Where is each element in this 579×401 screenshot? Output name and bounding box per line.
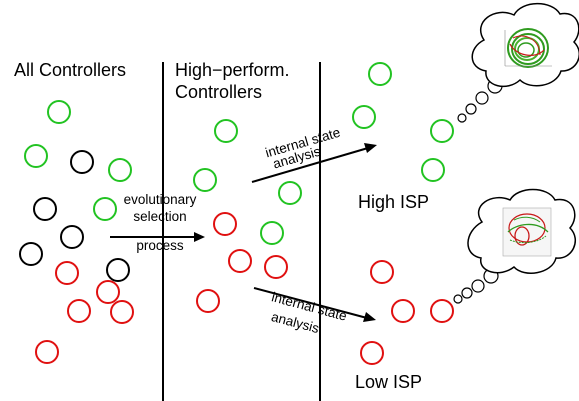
arrow-evolutionary [110, 232, 205, 242]
controller-circle [96, 280, 120, 304]
controller-circle [430, 119, 454, 143]
controller-circle [33, 197, 57, 221]
controller-circle [370, 260, 394, 284]
attractor-plot-upper [504, 28, 552, 68]
isp-group [352, 62, 454, 365]
controller-circle [430, 299, 454, 323]
controller-circle [19, 242, 43, 266]
controller-circle [93, 197, 117, 221]
label-high-perform-line1: High−perform. [175, 60, 290, 80]
controller-circle [360, 341, 384, 365]
label-evolutionary-line2: selection [133, 209, 187, 224]
arrow-internal-upper [251, 143, 377, 183]
controller-circle [106, 258, 130, 282]
controller-circle [264, 255, 288, 279]
controller-circle [110, 300, 134, 324]
attractor-plot-lower [502, 207, 552, 257]
label-high-perform-line2: Controllers [175, 82, 263, 102]
label-low-isp: Low ISP [355, 372, 423, 392]
high-perform-group [193, 119, 302, 313]
controller-circle [260, 221, 284, 245]
controller-circle [55, 261, 79, 285]
controller-circle [278, 181, 302, 205]
controller-circle [108, 158, 132, 182]
controller-circle [352, 105, 376, 129]
controller-circle [391, 299, 415, 323]
controller-circle [421, 158, 445, 182]
thought-bubble-dot [461, 287, 473, 299]
controller-circle [368, 62, 392, 86]
controller-circle [70, 150, 94, 174]
thought-bubble-dot [475, 91, 489, 105]
label-evolutionary-line1: evolutionary [123, 192, 197, 207]
cloud-upper [471, 2, 579, 88]
controller-circle [60, 225, 84, 249]
arrow-internal-lower [253, 287, 376, 322]
controller-circle [196, 289, 220, 313]
controller-circle [35, 340, 59, 364]
controller-circle [47, 100, 71, 124]
all-controllers-group [19, 100, 134, 364]
label-all-controllers: All Controllers [14, 60, 127, 80]
thought-bubble-dot [457, 113, 467, 123]
controller-circle [228, 249, 252, 273]
thought-bubble-dot [465, 103, 477, 115]
thought-bubbles-lower [453, 268, 499, 304]
controller-circle [193, 168, 217, 192]
thought-bubble-dot [471, 279, 485, 293]
thought-bubble-dot [453, 294, 463, 304]
controller-circle [24, 144, 48, 168]
label-evolutionary-line3: process [136, 238, 184, 253]
cloud-lower [467, 188, 576, 274]
controller-circle [67, 299, 91, 323]
controller-circle [213, 212, 237, 236]
controller-circle [214, 119, 238, 143]
label-high-isp: High ISP [358, 192, 430, 212]
